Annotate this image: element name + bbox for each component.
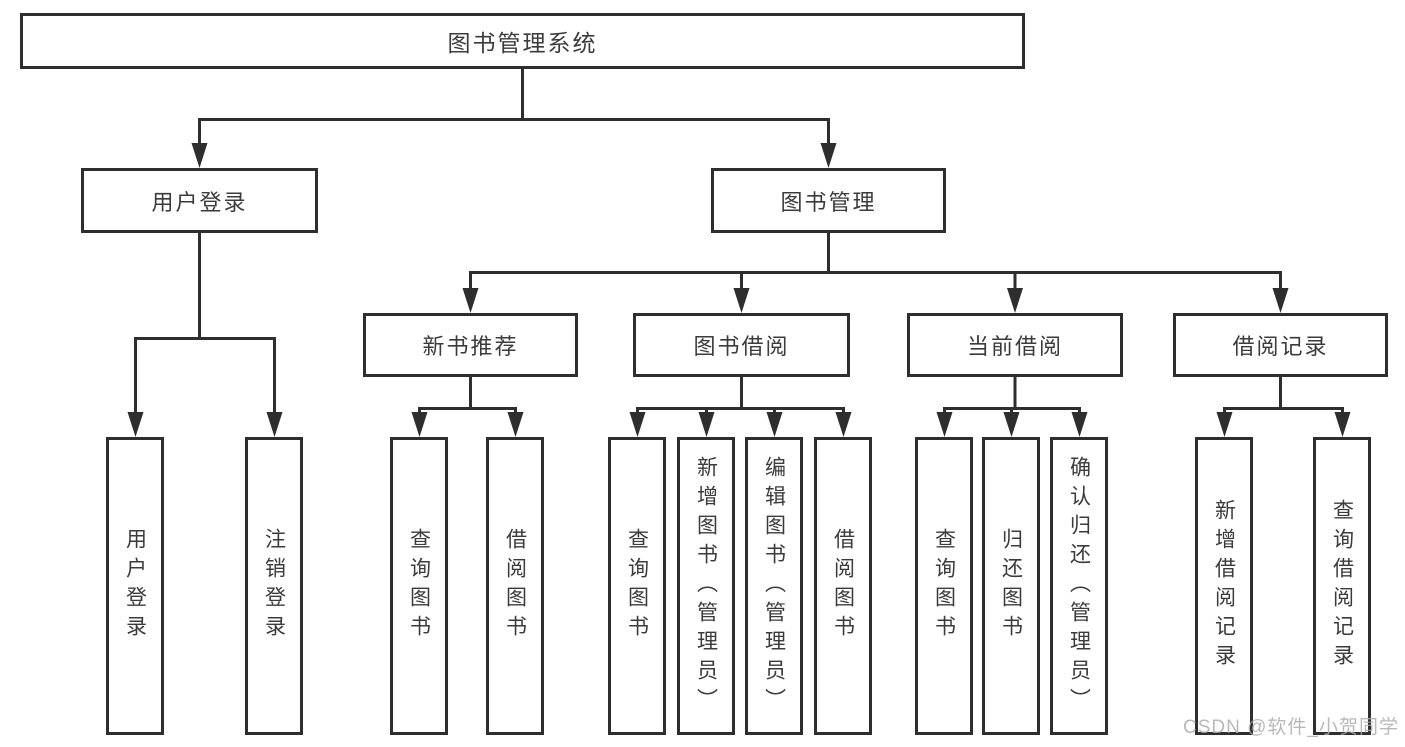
node-label: 图书借阅 <box>693 334 790 359</box>
leaf-label: 新增图书（管理员） <box>694 455 718 717</box>
leaf-label: 查询图书 <box>932 528 956 644</box>
node-book-borrow: 图书借阅 <box>633 313 850 377</box>
arrow-icon <box>462 288 479 313</box>
arrow-icon <box>1334 412 1351 437</box>
connector-bookmgmt-rail <box>469 233 1282 295</box>
leaf-label: 借阅图书 <box>831 528 855 644</box>
arrow-icon <box>835 412 852 437</box>
arrow-icon <box>1071 412 1088 437</box>
arrow-icon <box>1007 288 1023 313</box>
arrowheads <box>127 143 1351 437</box>
arrow-icon <box>733 288 750 313</box>
node-user-login: 用户登录 <box>81 168 318 233</box>
leaf-user-login: 用户登录 <box>106 437 164 735</box>
leaf-return-books: 归还图书 <box>982 437 1040 735</box>
arrow-icon <box>766 412 783 437</box>
leaf-query-books-recommend: 查询图书 <box>390 437 448 735</box>
connector-recommend-rail <box>418 377 517 419</box>
leaf-label: 新增借阅记录 <box>1212 499 1236 673</box>
node-label: 图书管理 <box>780 189 877 215</box>
leaf-label: 查询图书 <box>407 528 431 644</box>
arrow-icon <box>1272 288 1289 313</box>
connector-userlogin-rail <box>134 233 276 419</box>
node-library-system: 图书管理系统 <box>20 13 1025 69</box>
node-label: 当前借阅 <box>966 334 1063 359</box>
csdn-watermark: CSDN @软件_小贺同学 <box>1183 717 1399 738</box>
arrow-icon <box>411 412 428 437</box>
node-borrow-records: 借阅记录 <box>1173 313 1388 377</box>
leaf-label: 借阅图书 <box>503 528 527 644</box>
arrow-icon <box>127 412 144 437</box>
node-new-book-recommend: 新书推荐 <box>363 313 578 377</box>
leaf-label: 查询借阅记录 <box>1330 499 1354 673</box>
node-label: 用户登录 <box>151 189 248 215</box>
leaf-add-books-admin: 新增图书（管理员） <box>677 437 735 735</box>
arrow-icon <box>698 412 715 437</box>
arrow-icon <box>1003 412 1020 437</box>
leaf-label: 查询图书 <box>625 528 649 644</box>
arrow-icon <box>191 143 208 168</box>
leaf-label: 归还图书 <box>999 528 1023 644</box>
leaf-label: 确认归还（管理员） <box>1067 455 1091 717</box>
connector-root-rail <box>198 69 830 150</box>
arrow-icon <box>629 412 646 437</box>
leaf-query-borrow-record: 查询借阅记录 <box>1313 437 1371 735</box>
node-label: 图书管理系统 <box>447 30 598 56</box>
leaf-query-books-borrow: 查询图书 <box>608 437 666 735</box>
node-label: 新书推荐 <box>422 334 519 359</box>
leaf-borrow-books: 借阅图书 <box>814 437 872 735</box>
leaf-label: 编辑图书（管理员） <box>762 455 786 717</box>
leaf-label: 注销登录 <box>262 528 286 644</box>
arrow-icon <box>266 412 283 437</box>
leaf-borrow-books-recommend: 借阅图书 <box>486 437 544 735</box>
arrow-icon <box>936 412 953 437</box>
connector-borrow-rail <box>636 377 845 419</box>
leaf-query-books-current: 查询图书 <box>915 437 973 735</box>
leaf-edit-books-admin: 编辑图书（管理员） <box>745 437 803 735</box>
node-current-borrow: 当前借阅 <box>907 313 1123 377</box>
arrow-icon <box>820 143 837 168</box>
leaf-logout: 注销登录 <box>245 437 303 735</box>
arrow-icon <box>507 412 524 437</box>
arrow-icon <box>1216 412 1233 437</box>
leaf-confirm-return-admin: 确认归还（管理员） <box>1050 437 1108 735</box>
node-label: 借阅记录 <box>1232 334 1329 359</box>
connector-records-rail <box>1223 377 1344 419</box>
node-book-management: 图书管理 <box>711 168 946 233</box>
leaf-add-borrow-record: 新增借阅记录 <box>1195 437 1253 735</box>
leaf-label: 用户登录 <box>123 528 147 644</box>
